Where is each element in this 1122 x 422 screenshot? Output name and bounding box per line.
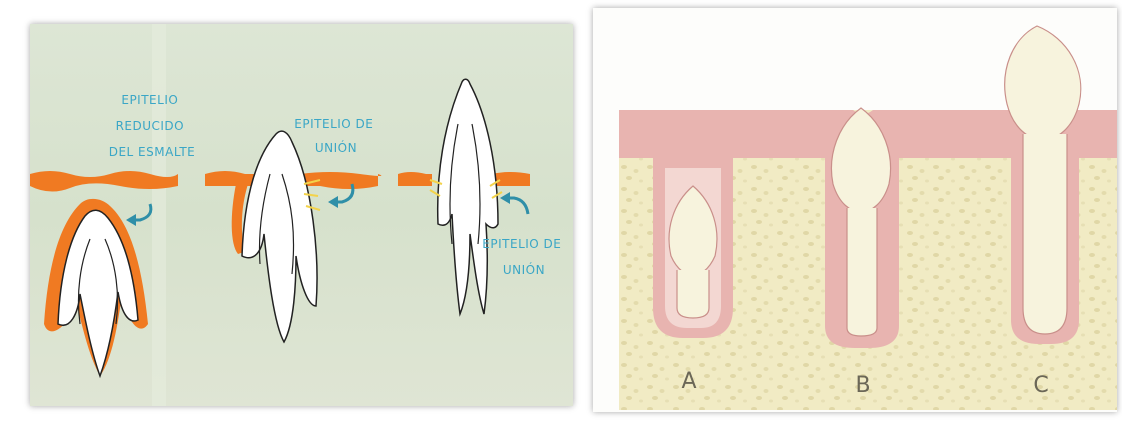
root-a	[677, 270, 709, 318]
stage-label-b: B	[855, 373, 870, 398]
label-reduced-epithelium: EPITELIO REDUCIDO DEL ESMALTE	[109, 93, 196, 159]
crown-c	[1005, 26, 1081, 140]
root-b	[847, 208, 877, 336]
eruption-epithelium-svg: EPITELIO REDUCIDO DEL ESMALTE EPITELIO D…	[30, 24, 573, 406]
stage-label-a: A	[681, 369, 696, 394]
eruption-stages-diagram: A B C	[593, 8, 1117, 412]
stage-label-c: C	[1033, 373, 1048, 398]
scan-stripe	[152, 24, 166, 406]
eruption-epithelium-diagram: EPITELIO REDUCIDO DEL ESMALTE EPITELIO D…	[30, 24, 573, 406]
root-c	[1023, 134, 1067, 334]
eruption-stages-svg: A B C	[593, 8, 1117, 412]
